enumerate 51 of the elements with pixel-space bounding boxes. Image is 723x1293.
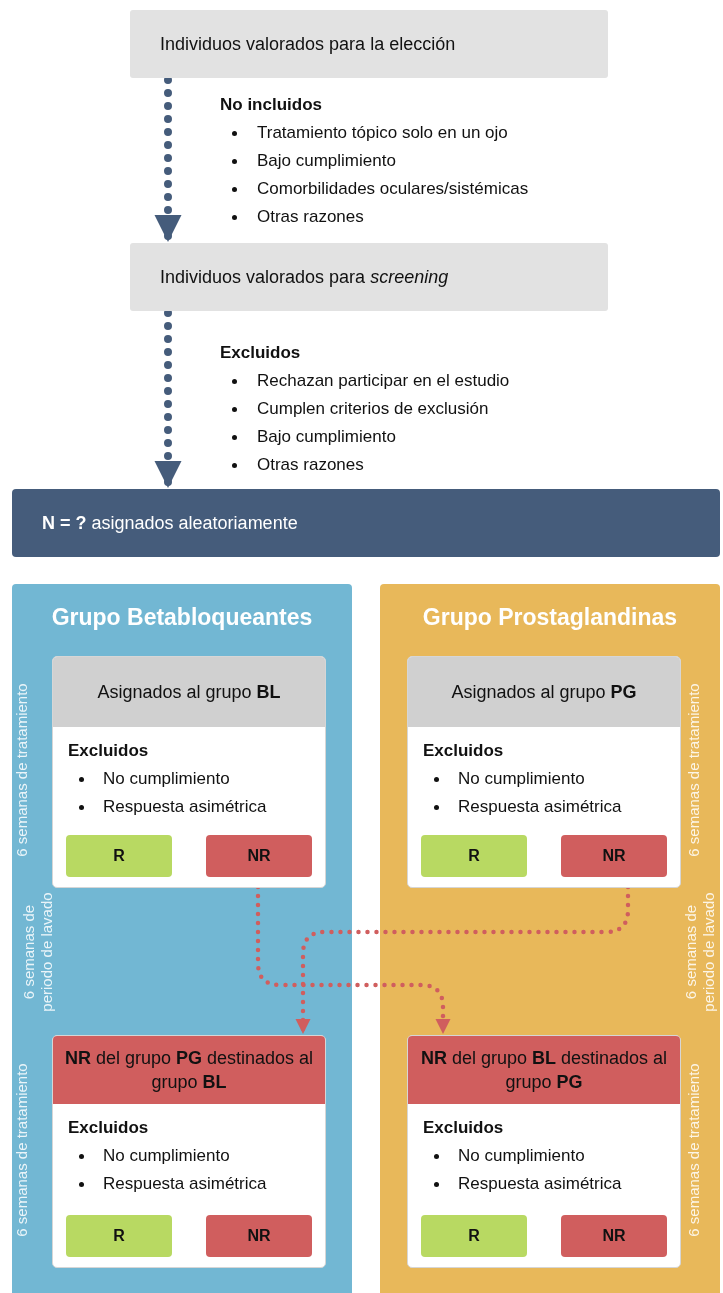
process-box: Individuos valorados para screening (130, 243, 608, 311)
period-label: 6 semanas de periodo de lavado (20, 891, 56, 1014)
result-tag: NR (206, 1215, 312, 1257)
card-header: Asignados al grupo BL (53, 657, 325, 727)
result-tag: R (421, 835, 527, 877)
bullet-item: Otras razones (220, 207, 364, 227)
period-label: 6 semanas de periodo de lavado (682, 891, 718, 1014)
bullet-item: Rechazan participar en el estudio (220, 371, 510, 391)
panel-title: Grupo Betabloqueantes (50, 604, 314, 631)
bullet-item: Bajo cumplimiento (220, 427, 396, 447)
bullet-item: Tratamiento tópico solo en un ojo (220, 123, 508, 143)
excluded-heading: Excluidos (423, 1118, 505, 1138)
bullet-item: Otras razones (220, 455, 364, 475)
bullet-item: Cumplen criterios de exclusión (220, 399, 489, 419)
result-tag: R (66, 835, 172, 877)
bullet-item: Respuesta asimétrica (408, 793, 622, 821)
bullet-item: Respuesta asimétrica (53, 1170, 267, 1198)
exclusion-heading: No incluidos (220, 95, 322, 115)
group-card (407, 656, 681, 888)
period-label: 6 semanas de tratamiento (685, 683, 703, 857)
bullet-item: No cumplimiento (53, 765, 230, 793)
excluded-heading: Excluidos (423, 741, 505, 761)
bullet-item: Comorbilidades oculares/sistémicas (220, 179, 529, 199)
period-label: 6 semanas de tratamiento (13, 683, 31, 857)
result-tag: NR (206, 835, 312, 877)
group-panel (380, 584, 720, 1293)
panel-title: Grupo Prostaglandinas (421, 604, 679, 631)
group-card (52, 1035, 326, 1268)
process-box: Individuos valorados para la elección (130, 10, 608, 78)
card-header: Asignados al grupo PG (408, 657, 680, 727)
bullet-item: No cumplimiento (408, 765, 585, 793)
bullet-item: Respuesta asimétrica (53, 793, 267, 821)
result-tag: R (421, 1215, 527, 1257)
result-tag: NR (561, 1215, 667, 1257)
bullet-item: No cumplimiento (408, 1142, 585, 1170)
bullet-item: Bajo cumplimiento (220, 151, 396, 171)
excluded-heading: Excluidos (68, 1118, 150, 1138)
result-tag: R (66, 1215, 172, 1257)
exclusion-heading: Excluidos (220, 343, 301, 363)
excluded-heading: Excluidos (68, 741, 150, 761)
group-card (407, 1035, 681, 1268)
result-tag: NR (561, 835, 667, 877)
group-panel (12, 584, 352, 1293)
period-label: 6 semanas de tratamiento (13, 1063, 31, 1237)
bullet-item: No cumplimiento (53, 1142, 230, 1170)
period-label: 6 semanas de tratamiento (685, 1063, 703, 1237)
bullet-item: Respuesta asimétrica (408, 1170, 622, 1198)
group-card (52, 656, 326, 888)
card-header: NR del grupo BL destinados al grupo PG (408, 1036, 680, 1104)
card-header: NR del grupo PG destinados al grupo BL (53, 1036, 325, 1104)
allocation-banner: N = ? asignados aleatoriamente (12, 489, 720, 557)
